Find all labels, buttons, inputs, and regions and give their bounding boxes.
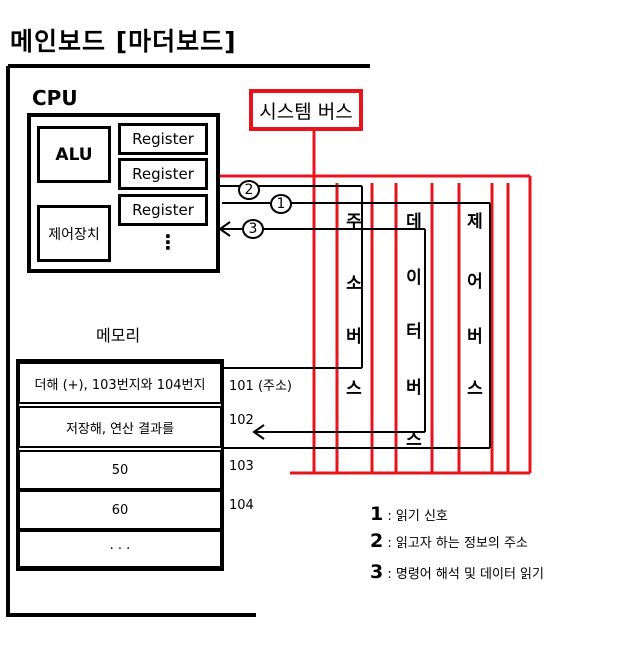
address-bus-char: 소 [346,274,362,294]
data-bus-char: 스 [406,430,422,450]
memory-cell-text: · · · [109,541,131,557]
memory-row-more: · · · [18,530,222,568]
arrow-signal-3 [218,221,231,237]
legend-item-1: 1 : 읽기 신호 [370,503,448,525]
signal-3-marker: 3 [242,219,264,239]
legend-text: : 읽고자 하는 정보의 주소 [387,536,528,551]
address-bus-char: 버 [346,327,362,347]
register-label: Register [132,165,194,183]
register-box-2: Register [118,158,208,190]
register-ellipsis: ⋮ [158,230,178,254]
register-box-3: Register [118,194,208,226]
memory-address-104: 104 [229,498,254,513]
memory-row-104: 60 [18,490,222,530]
data-bus-char: 이 [406,268,422,288]
memory-address-103: 103 [229,459,254,474]
page-title: 메인보드 [마더보드] [10,27,237,56]
address-bus-char: 스 [346,379,362,399]
legend-item-2: 2 : 읽고자 하는 정보의 주소 [370,530,528,552]
control-unit-box: 제어장치 [37,205,111,262]
system-bus-label: 시스템 버스 [259,100,353,123]
alu-box: ALU [37,126,111,183]
address-bus-char: 주 [346,212,362,232]
data-bus-char: 터 [406,322,422,342]
memory-row-102: 저장해, 연산 결과를 [18,406,222,448]
legend-text: : 명령어 해석 및 데이터 읽기 [387,567,544,582]
control-bus-char: 제 [467,212,483,232]
memory-cell-text: 더해 (+), 103번지와 104번지 [34,377,206,393]
legend-number: 2 [370,530,384,552]
data-bus-char: 버 [406,378,422,398]
memory-address-102: 102 [229,413,254,428]
legend-number: 3 [370,561,384,583]
register-box-1: Register [118,123,208,155]
control-unit-label: 제어장치 [48,226,100,243]
mainboard-frame [6,64,370,617]
register-label: Register [132,201,194,219]
legend-item-3: 3 : 명령어 해석 및 데이터 읽기 [370,561,544,583]
memory-box [16,359,224,571]
bus-lines [220,174,532,475]
control-bus-char: 어 [467,272,483,292]
arrow-memory-102 [252,424,265,440]
memory-cell-text: 60 [111,502,129,518]
memory-label: 메모리 [96,326,141,345]
signal-2-marker: 2 [238,180,260,200]
memory-row-103: 50 [18,450,222,490]
signal-1-marker: 1 [270,194,292,214]
data-bus-char: 데 [406,212,422,232]
memory-cell-text: 50 [111,462,129,478]
alu-label: ALU [55,144,93,165]
register-label: Register [132,130,194,148]
memory-address-101: 101 (주소) [229,379,293,394]
memory-cell-text: 저장해, 연산 결과를 [65,421,175,437]
system-bus-label-box: 시스템 버스 [249,89,363,131]
cpu-label: CPU [32,86,78,110]
control-bus-char: 버 [467,327,483,347]
memory-row-101: 더해 (+), 103번지와 104번지 [18,362,222,404]
control-bus-char: 스 [467,379,483,399]
legend-text: : 읽기 신호 [387,509,448,524]
legend-number: 1 [370,503,384,525]
